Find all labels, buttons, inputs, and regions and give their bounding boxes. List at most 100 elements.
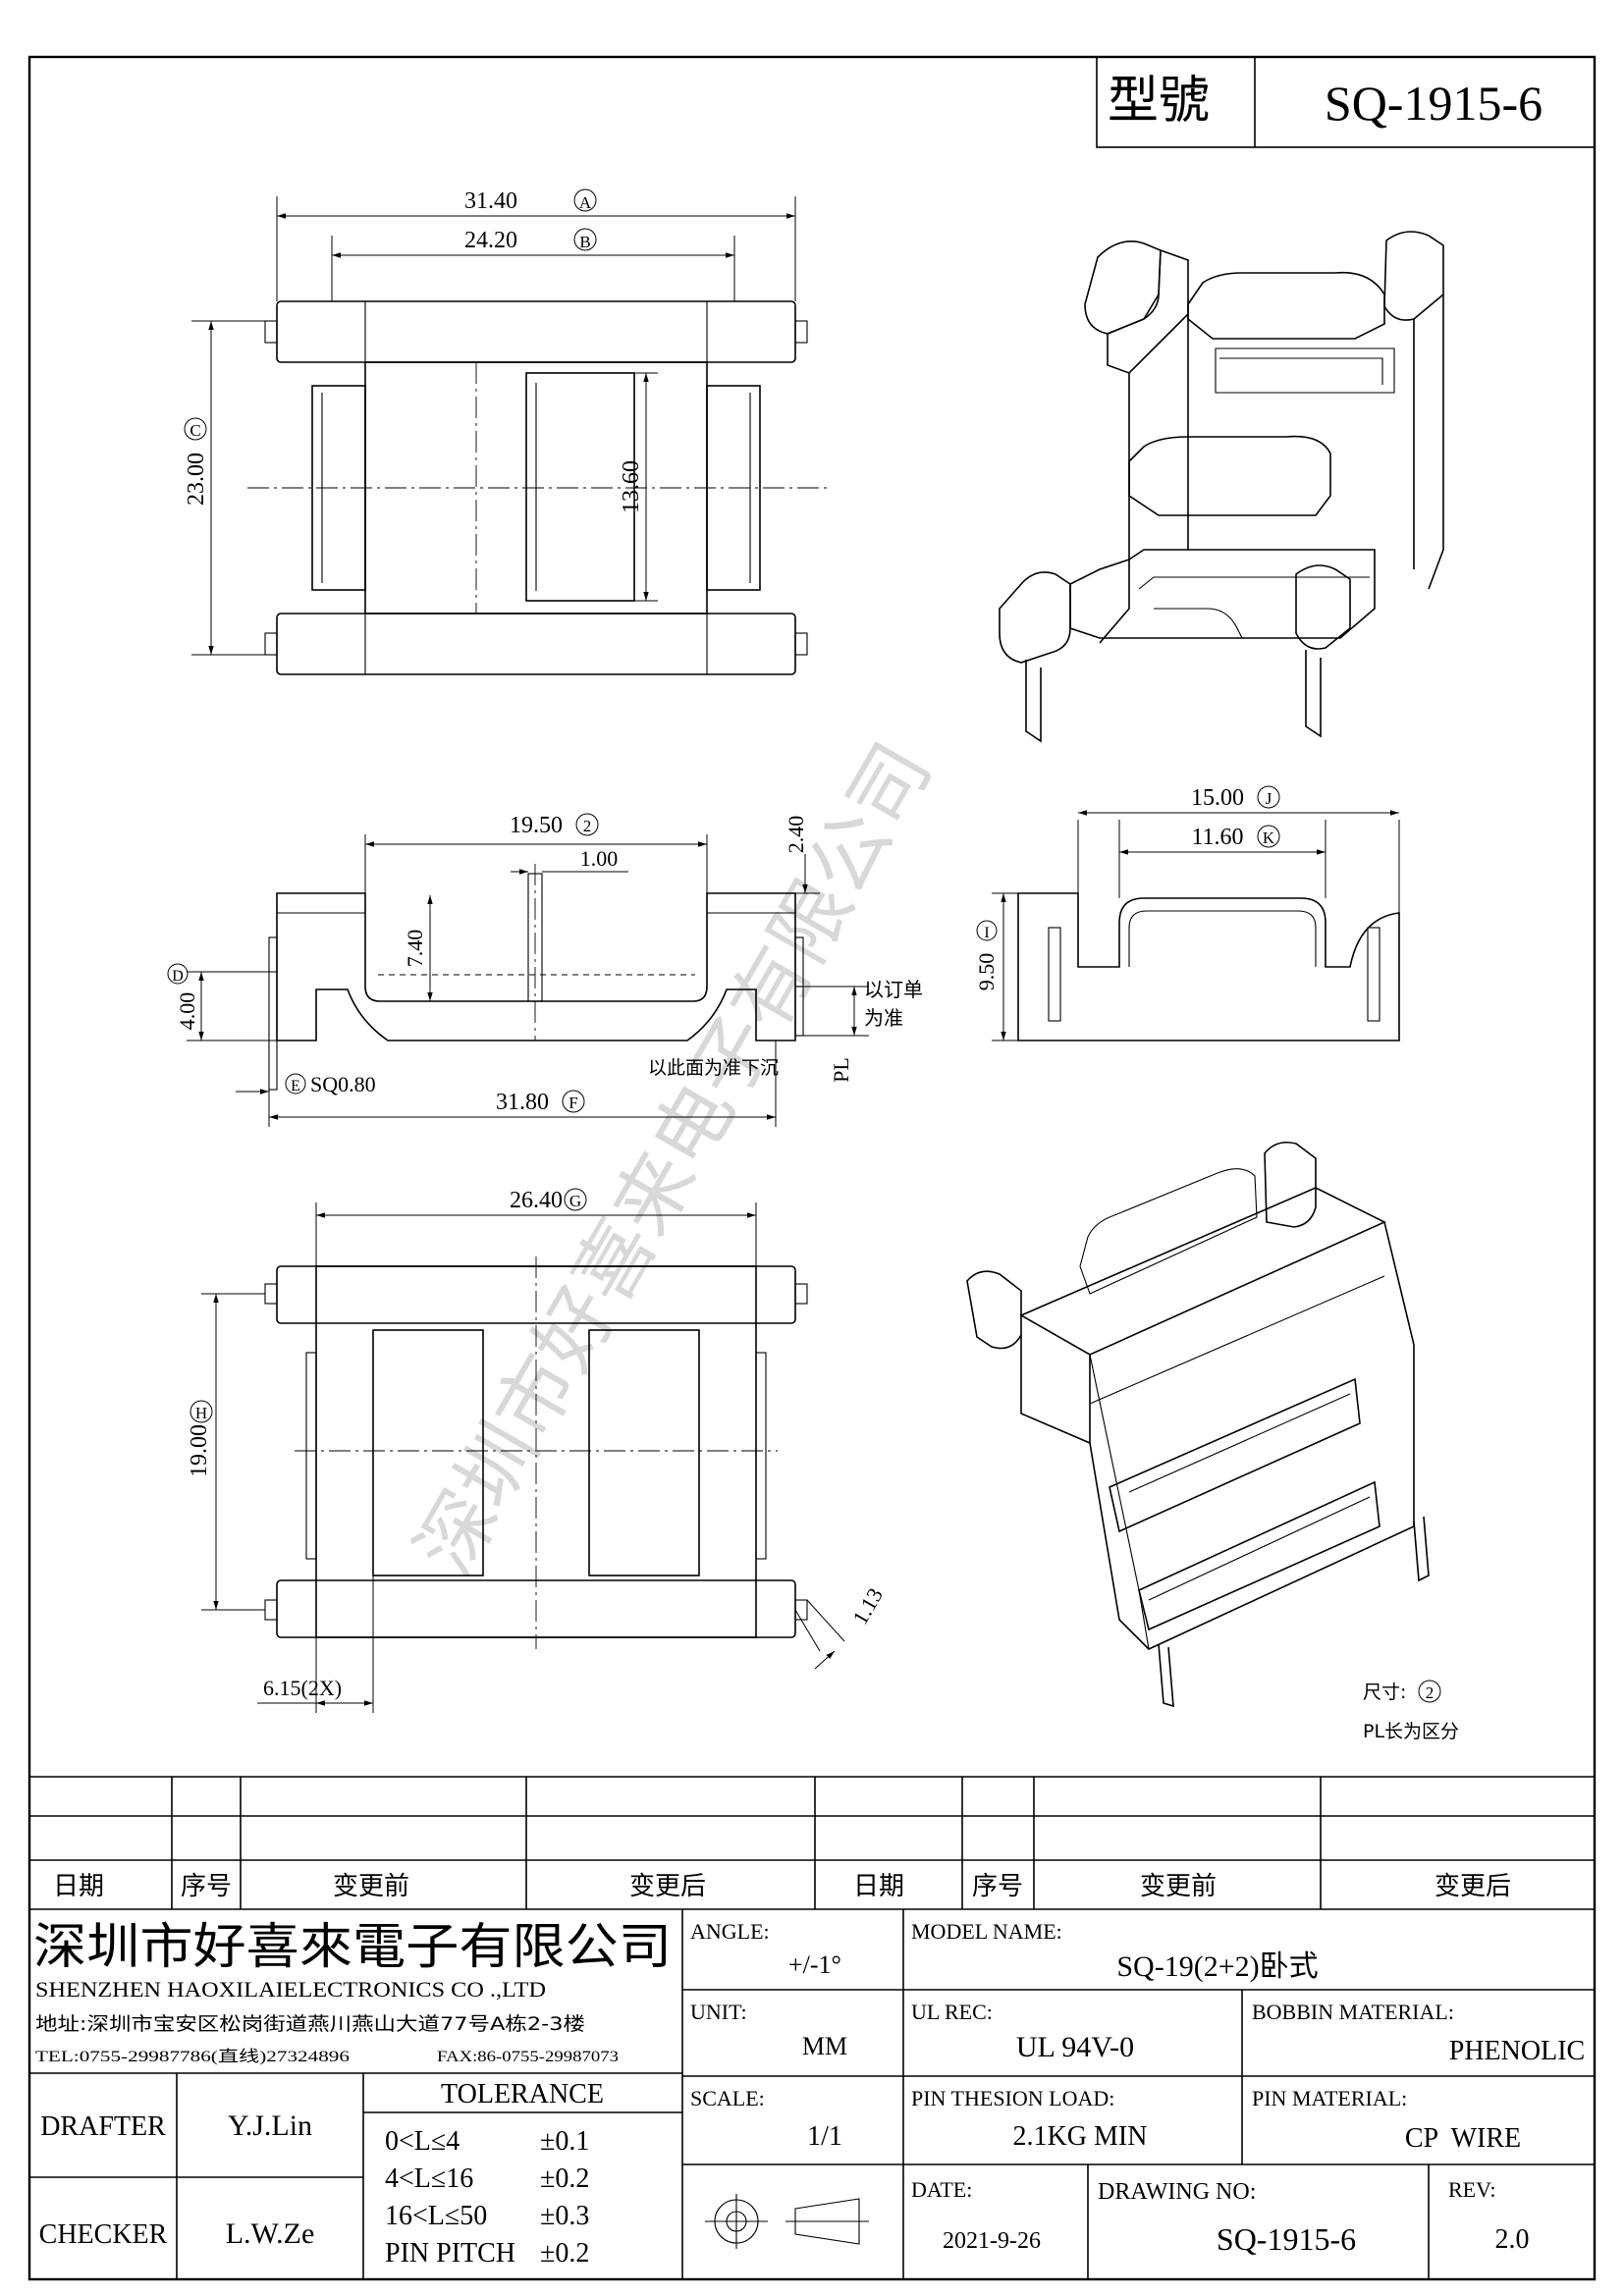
unit-value: MM — [802, 2032, 847, 2060]
unit-label: UNIT: — [690, 2000, 747, 2024]
tolerance-range-4: PIN PITCH — [385, 2238, 515, 2269]
projection-symbol — [705, 2194, 869, 2249]
angle-value: +/-1° — [788, 1950, 841, 1979]
rev-header-no-1: 序号 — [181, 1872, 232, 1901]
drawing-no-label: DRAWING NO: — [1098, 2179, 1256, 2205]
dim-2-40: 2.40 — [784, 816, 808, 854]
tolerance-title: TOLERANCE — [441, 2079, 604, 2109]
dim-D: 4.00 — [175, 992, 199, 1031]
rev-header-before-1: 变更前 — [333, 1872, 409, 1901]
scale-label: SCALE: — [690, 2086, 765, 2110]
scale-value: 1/1 — [807, 2121, 842, 2152]
angle-label: ANGLE: — [690, 1919, 770, 1944]
title-block: 深圳市好喜來電子有限公司 SHENZHEN HAOXILAIELECTRONIC… — [29, 1909, 1595, 2279]
company-address: 地址:深圳市宝安区松岗街道燕川燕山大道77号A栋2-3楼 — [35, 2013, 585, 2035]
dim-I: 9.50 — [974, 953, 999, 991]
model-header-value: SQ-1915-6 — [1325, 76, 1543, 131]
dim-13-60: 13.60 — [619, 460, 644, 513]
side-view: 15.00 J 11.60 K 9.50 I — [974, 785, 1400, 1041]
dim-1-13: 1.13 — [847, 1583, 888, 1629]
mark-D: D — [172, 968, 184, 985]
dim-B: 24.20 — [464, 228, 517, 253]
date-label: DATE: — [911, 2177, 972, 2202]
tolerance-range-1: 0<L≤4 — [385, 2126, 460, 2157]
checker-value: L.W.Ze — [226, 2217, 315, 2250]
pin-material-value: CP WIRE — [1405, 2123, 1521, 2154]
mark-A: A — [579, 193, 592, 212]
note-order-1: 以订单 — [864, 978, 923, 1001]
pin-thesion-label: PIN THESION LOAD: — [911, 2086, 1114, 2110]
rev-header-date-2: 日期 — [853, 1872, 904, 1901]
mark-E: E — [291, 1078, 300, 1095]
company-fax: FAX:86-0755-29987073 — [437, 2049, 619, 2065]
mark-J: J — [1266, 789, 1272, 808]
date-value: 2021-9-26 — [943, 2228, 1041, 2254]
mark-H: H — [195, 1404, 207, 1422]
dim-C: 23.00 — [184, 453, 209, 506]
dim-H: 19.00 — [187, 1424, 212, 1477]
dim-6-15: 6.15(2X) — [263, 1676, 342, 1700]
company-name-en: SHENZHEN HAOXILAIELECTRONICS CO .,LTD — [35, 1977, 546, 2002]
bobbin-material-value: PHENOLIC — [1449, 2036, 1585, 2066]
ul-rec-value: UL 94V-0 — [1016, 2031, 1134, 2063]
dim-G: 26.40 — [510, 1188, 563, 1213]
ul-rec-label: UL REC: — [911, 2000, 993, 2024]
dim-K: 11.60 — [1191, 825, 1243, 850]
mark-F: F — [568, 1094, 577, 1112]
dim-F: 31.80 — [496, 1090, 549, 1115]
drawing-no-value: SQ-1915-6 — [1217, 2221, 1356, 2257]
model-header: 型號 SQ-1915-6 — [1096, 56, 1596, 148]
rev-label: REV: — [1448, 2177, 1495, 2202]
mark-C: C — [189, 421, 200, 440]
dim-PL: PL — [829, 1057, 853, 1083]
mark-K: K — [1263, 828, 1275, 847]
note-size-ref: 2 — [1426, 1683, 1435, 1702]
note-sink: 以此面为准下沉 — [648, 1057, 779, 1079]
pin-material-label: PIN MATERIAL: — [1252, 2086, 1407, 2110]
company-tel: TEL:0755-29987786(直线)27324896 — [35, 2048, 350, 2065]
top-view: 31.40 A 24.20 B 23.00 C 13.60 — [184, 188, 827, 675]
rev-header-before-2: 变更前 — [1140, 1872, 1217, 1901]
company-name-cn: 深圳市好喜來電子有限公司 — [33, 1918, 672, 1975]
revision-table: 日期 序号 变更前 变更后 日期 序号 变更前 变更后 — [29, 1776, 1595, 1910]
drafter-label: DRAFTER — [40, 2111, 166, 2142]
note-order-2: 为准 — [864, 1006, 903, 1030]
rev-header-after-2: 变更后 — [1435, 1872, 1511, 1901]
iso-view-lower: 尺寸: 2 PL长为区分 — [966, 1141, 1459, 1742]
tolerance-value-3: ±0.3 — [540, 2201, 589, 2231]
watermark: 深圳市好喜来电子有限公司 — [399, 728, 949, 1590]
mark-I: I — [984, 925, 989, 941]
rev-header-after-1: 变更后 — [629, 1872, 706, 1901]
tolerance-value-2: ±0.2 — [540, 2163, 589, 2194]
tolerance-range-2: 4<L≤16 — [385, 2163, 473, 2194]
iso-view-upper — [999, 231, 1444, 743]
model-header-label: 型號 — [1108, 72, 1210, 131]
drafter-value: Y.J.Lin — [228, 2109, 312, 2142]
note-pl: PL长为区分 — [1363, 1721, 1459, 1742]
note-size: 尺寸: — [1363, 1682, 1406, 1703]
bottom-view: 26.40 G 19.00 H 1.13 6.15(2X) — [187, 1188, 888, 1713]
dim-A: 31.40 — [464, 188, 517, 214]
pin-thesion-value: 2.1KG MIN — [1013, 2121, 1148, 2152]
model-name-value: SQ-19(2+2)卧式 — [1116, 1950, 1318, 1983]
bobbin-material-label: BOBBIN MATERIAL: — [1252, 2000, 1454, 2024]
checker-label: CHECKER — [39, 2219, 168, 2250]
rev-value: 2.0 — [1495, 2224, 1530, 2255]
rev-header-date-1: 日期 — [53, 1872, 104, 1901]
dim-J: 15.00 — [1191, 785, 1244, 811]
rev-header-no-2: 序号 — [972, 1872, 1023, 1901]
mark-G: G — [569, 1192, 581, 1210]
tolerance-value-4: ±0.2 — [540, 2238, 589, 2269]
dim-E: SQ0.80 — [310, 1072, 376, 1096]
dim-19-50: 19.50 — [510, 813, 563, 838]
mark-2: 2 — [583, 817, 592, 835]
tolerance-value-1: ±0.1 — [540, 2126, 589, 2157]
dim-1-00: 1.00 — [580, 846, 619, 871]
model-name-label: MODEL NAME: — [911, 1919, 1062, 1944]
front-view: 19.50 2 2.40 1.00 7.40 4.00 D E SQ0.80 3… — [167, 813, 923, 1127]
sheet-border — [27, 55, 1597, 2281]
dim-7-40: 7.40 — [403, 930, 427, 968]
tolerance-range-3: 16<L≤50 — [385, 2201, 487, 2231]
mark-B: B — [579, 233, 590, 251]
